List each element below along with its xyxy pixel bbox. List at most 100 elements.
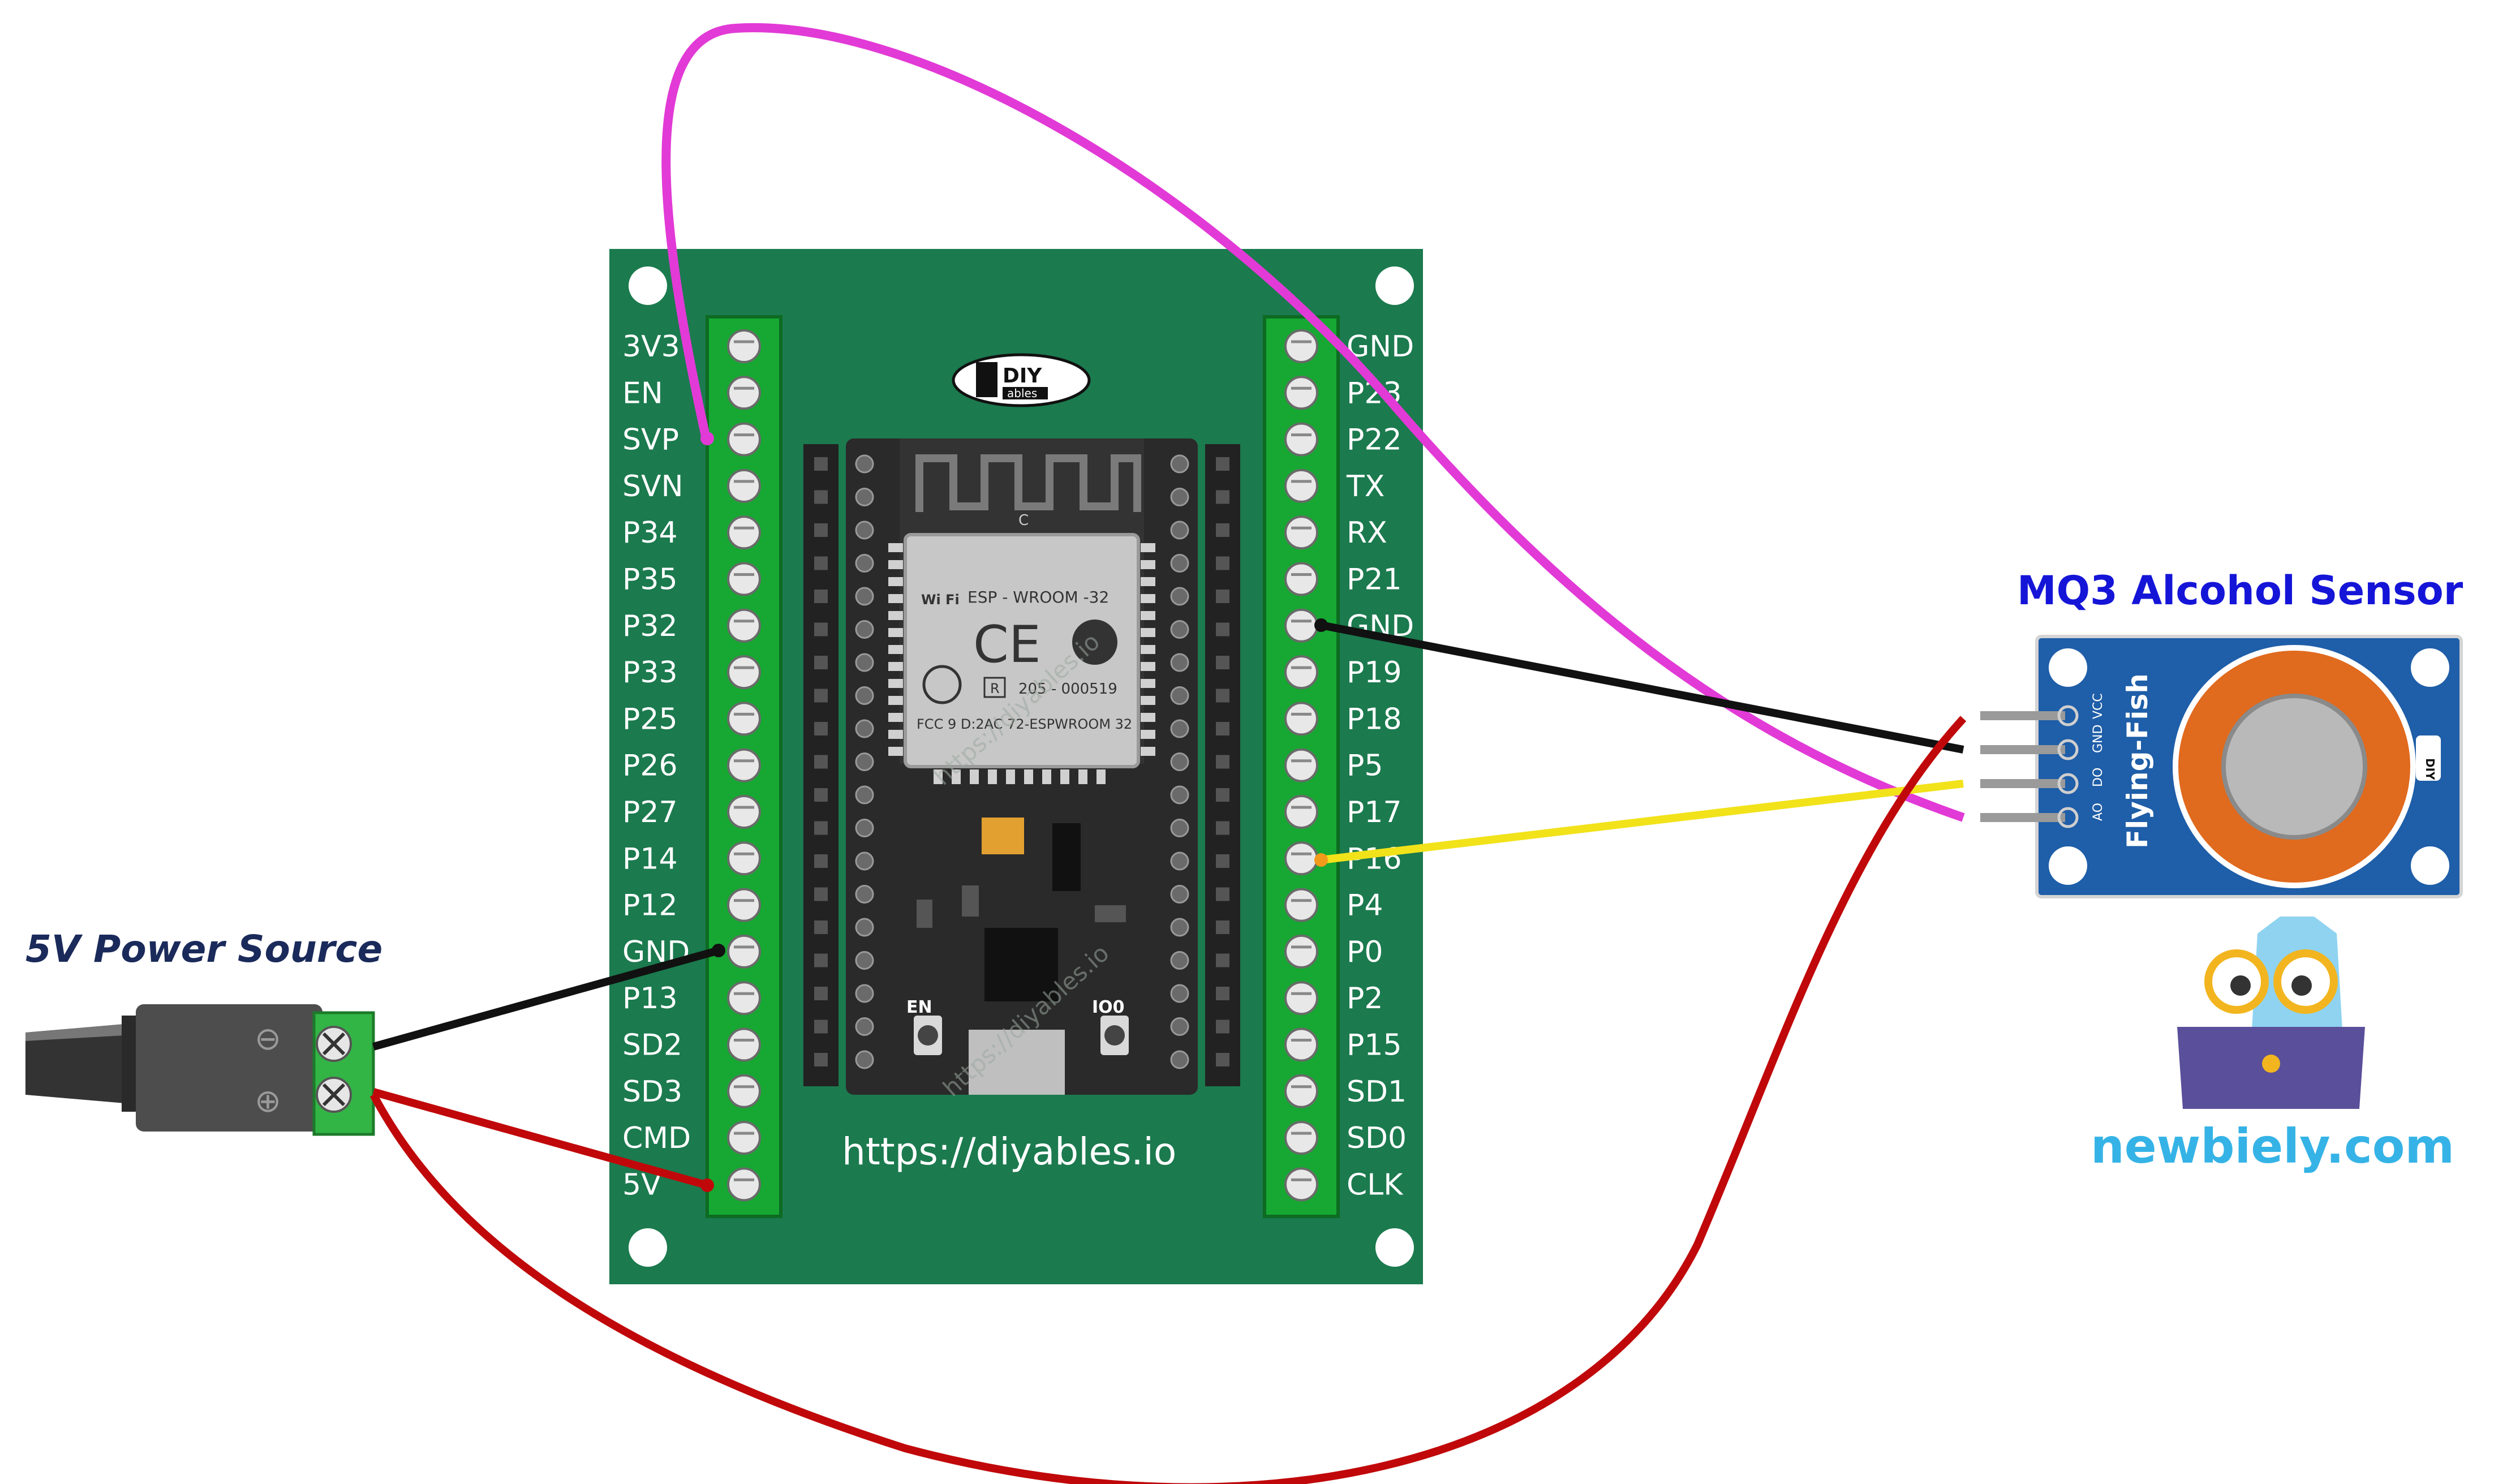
wire-end [1314, 853, 1328, 867]
header-hole [814, 656, 828, 669]
header-hole [814, 1020, 828, 1034]
sensor-pin-label: AO [2091, 803, 2105, 821]
r-mark-box [983, 677, 1006, 698]
terminal-screw-icon [727, 1027, 761, 1062]
ce-mark-icon: CE [973, 615, 1041, 674]
module-pad [888, 594, 903, 603]
devkit-pin-hole [1170, 653, 1189, 672]
devkit-pin-hole [855, 454, 874, 474]
terminal-screw-icon [727, 748, 761, 782]
owl-left-pupil [2230, 975, 2251, 996]
left-pin-label: P14 [622, 842, 678, 876]
terminal-screw-icon [1284, 934, 1318, 969]
right-pin-label: P15 [1347, 1029, 1402, 1063]
devkit-pin-hole [855, 587, 874, 606]
module-pad [888, 679, 903, 688]
left-pin-label: EN [622, 376, 663, 410]
module-pad [1060, 769, 1069, 784]
header-hole [814, 689, 828, 703]
wires [369, 23, 1967, 1484]
terminal-screw-icon [727, 841, 761, 876]
devkit-pin-hole [1170, 488, 1189, 506]
en-button-label: EN [906, 997, 932, 1017]
left-pin-label: CMD [622, 1121, 691, 1155]
smd-component [917, 900, 932, 928]
mount-hole [629, 1228, 667, 1267]
header-hole [814, 953, 828, 967]
terminal-screw-icon [727, 1121, 761, 1155]
sensor-pin-leg [1980, 711, 2065, 720]
devkit-pin-hole [1170, 851, 1189, 871]
devkit-pin-hole [855, 951, 874, 970]
en-button-cap [918, 1025, 938, 1046]
module-pad [888, 611, 903, 620]
antenna-trace-icon [915, 454, 1141, 512]
module-pad [1141, 594, 1155, 603]
left-pin-label: SD2 [622, 1029, 682, 1063]
devkit-pin-hole [1170, 785, 1189, 805]
module-pad [970, 769, 979, 784]
header-hole [1216, 854, 1229, 868]
terminal-screw-icon [727, 888, 761, 922]
devkit-pin-hole [1170, 620, 1189, 639]
devkit-pin-hole [855, 719, 874, 738]
module-label: ESP - WROOM -32 [968, 588, 1109, 606]
devkit-pin-hole [855, 521, 874, 540]
devkit-pin-hole [1170, 752, 1189, 771]
sensor-pin-pad [2057, 773, 2079, 794]
wire-pink-svp-to-ao [661, 23, 1965, 822]
module-pad [1006, 769, 1015, 784]
board-url: https://diyables.io [842, 1130, 1176, 1173]
terminal-screw-icon [727, 468, 761, 503]
right-pin-label: P21 [1347, 563, 1402, 597]
header-hole [814, 755, 828, 769]
devkit-pin-hole [855, 984, 874, 1003]
logo-text: DIY [1003, 364, 1042, 388]
sensor-pin-pad [2057, 807, 2079, 828]
header-hole [814, 854, 828, 868]
right-terminal-screws [1284, 329, 1318, 1202]
right-pin-labels: GNDP23P22TXRXP21GNDP19P18P5P17P16P4P0P2P… [1346, 330, 1414, 1202]
terminal-screw-icon [727, 981, 761, 1016]
smd-component [962, 885, 979, 917]
terminal-screw-icon [1284, 468, 1318, 503]
sensor-pin-leg [1980, 813, 2065, 822]
module-pad [888, 628, 903, 637]
terminal-screw-icon [727, 934, 761, 969]
left-pin-labels: 3V3ENSVPSVNP34P35P32P33P25P26P27P14P12GN… [622, 330, 691, 1202]
left-pin-label: P26 [622, 749, 678, 783]
header-hole [814, 887, 828, 901]
devkit-pin-hole [855, 819, 874, 837]
right-pin-label: SD0 [1347, 1121, 1407, 1155]
terminal-screw-icon [727, 608, 761, 643]
terminal-screw-icon [1284, 655, 1318, 690]
module-pad [888, 645, 903, 654]
module-pad [1141, 747, 1155, 756]
terminal-screw-icon [727, 422, 761, 457]
terminal-screw-icon [1284, 981, 1318, 1016]
devkit-pin-hole [855, 653, 874, 672]
devkit-pin-hole [855, 785, 874, 805]
devkit-pin-hole [1170, 984, 1189, 1003]
owl-right-pupil [2291, 975, 2312, 996]
header-hole [814, 821, 828, 835]
left-pin-label: SD3 [622, 1075, 682, 1109]
sensor-mount-hole [2411, 846, 2449, 885]
devkit-pin-hole [855, 686, 874, 705]
header-hole [1216, 556, 1229, 570]
terminal-screw-icon [1284, 1027, 1318, 1062]
sensor-logo-bg [2416, 735, 2441, 781]
io0-button-label: IO0 [1092, 997, 1125, 1017]
sensor-pin-pad [2057, 705, 2079, 726]
module-pad [952, 769, 961, 784]
devkit-pin-hole [855, 1017, 874, 1036]
right-pin-label: P2 [1347, 982, 1383, 1016]
left-pin-label: P32 [622, 609, 678, 643]
minus-symbol: ⊖ [255, 1021, 281, 1057]
sensor-mount-hole [2049, 648, 2087, 687]
mount-hole [1375, 1228, 1414, 1267]
devkit-pin-hole [1170, 819, 1189, 837]
header-hole [1216, 622, 1229, 636]
wifi-logo-icon: Wi Fi [921, 592, 960, 608]
sensor-mesh [2221, 694, 2367, 840]
